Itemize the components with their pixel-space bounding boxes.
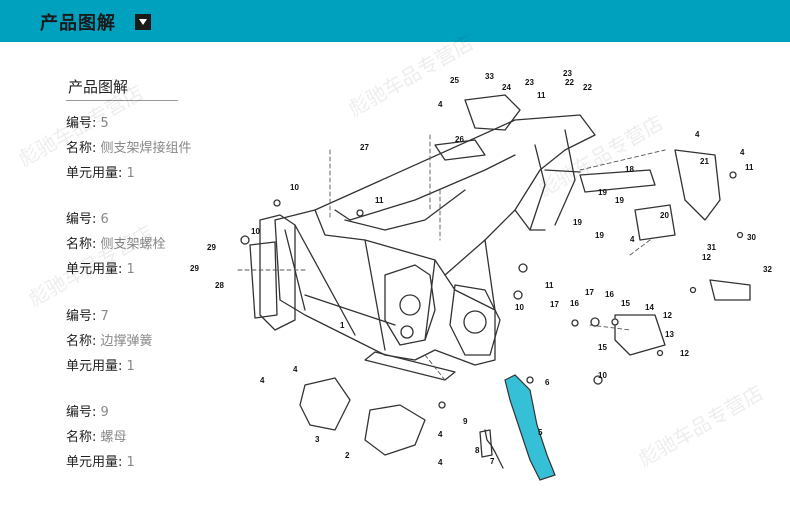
svg-text:14: 14: [645, 303, 654, 312]
section-title: 产品图解: [68, 78, 129, 96]
part-entry: 编号: 7 名称: 边撑弹簧 单元用量: 1: [66, 304, 153, 379]
qty-label: 单元用量:: [66, 262, 123, 277]
svg-text:26: 26: [455, 135, 464, 144]
svg-text:3: 3: [315, 435, 320, 444]
svg-text:23: 23: [563, 69, 572, 78]
svg-text:17: 17: [550, 300, 559, 309]
svg-text:25: 25: [450, 76, 459, 85]
svg-text:10: 10: [515, 303, 524, 312]
part-entry: 编号: 6 名称: 侧支架螺栓 单元用量: 1: [66, 207, 166, 282]
svg-text:24: 24: [502, 83, 511, 92]
part-qty: 1: [126, 455, 135, 470]
svg-text:19: 19: [595, 231, 604, 240]
svg-text:20: 20: [660, 211, 669, 220]
svg-text:29: 29: [190, 264, 199, 273]
svg-text:13: 13: [665, 330, 674, 339]
svg-text:5: 5: [538, 428, 543, 437]
svg-text:12: 12: [663, 311, 672, 320]
svg-text:32: 32: [763, 265, 772, 274]
svg-text:4: 4: [438, 430, 443, 439]
svg-text:11: 11: [745, 163, 754, 172]
chevron-down-icon[interactable]: [135, 14, 151, 30]
svg-text:19: 19: [598, 188, 607, 197]
number-label: 编号:: [66, 405, 97, 420]
svg-text:29: 29: [207, 243, 216, 252]
part-name: 边撑弹簧: [100, 334, 153, 349]
qty-label: 单元用量:: [66, 166, 123, 181]
svg-text:9: 9: [463, 417, 468, 426]
part-name: 螺母: [100, 430, 127, 445]
svg-text:6: 6: [545, 378, 550, 387]
svg-text:16: 16: [570, 299, 579, 308]
svg-text:11: 11: [375, 196, 384, 205]
part-number: 7: [100, 309, 109, 324]
svg-text:4: 4: [438, 100, 443, 109]
svg-text:2: 2: [345, 451, 350, 460]
part-entry: 编号: 9 名称: 螺母 单元用量: 1: [66, 400, 135, 475]
svg-text:23: 23: [525, 78, 534, 87]
part-number: 6: [100, 212, 109, 227]
svg-text:7: 7: [490, 457, 495, 466]
svg-text:27: 27: [360, 143, 369, 152]
svg-text:11: 11: [537, 91, 546, 100]
name-label: 名称:: [66, 334, 97, 349]
part-name: 侧支架螺栓: [100, 237, 166, 252]
svg-text:33: 33: [485, 72, 494, 81]
svg-text:10: 10: [598, 371, 607, 380]
svg-text:12: 12: [702, 253, 711, 262]
svg-text:18: 18: [625, 165, 634, 174]
name-label: 名称:: [66, 141, 97, 156]
qty-label: 单元用量:: [66, 359, 123, 374]
svg-text:1: 1: [340, 321, 345, 330]
number-label: 编号:: [66, 309, 97, 324]
svg-text:4: 4: [293, 365, 298, 374]
side-stand-highlight: [504, 374, 556, 481]
svg-text:15: 15: [598, 343, 607, 352]
svg-text:12: 12: [680, 349, 689, 358]
svg-text:19: 19: [573, 218, 582, 227]
header-title: 产品图解: [40, 13, 116, 34]
name-label: 名称:: [66, 430, 97, 445]
svg-text:4: 4: [630, 235, 635, 244]
svg-text:10: 10: [251, 227, 260, 236]
part-qty: 1: [126, 262, 135, 277]
part-entry: 编号: 5 名称: 侧支架焊接组件 单元用量: 1: [66, 111, 192, 186]
part-name: 侧支架焊接组件: [100, 141, 192, 156]
name-label: 名称:: [66, 237, 97, 252]
part-number: 9: [100, 405, 109, 420]
header-bar: 产品图解: [0, 0, 790, 42]
svg-text:22: 22: [583, 83, 592, 92]
part-number: 5: [100, 116, 109, 131]
svg-text:4: 4: [260, 376, 265, 385]
svg-text:8: 8: [475, 446, 480, 455]
part-qty: 1: [126, 359, 135, 374]
svg-text:15: 15: [621, 299, 630, 308]
svg-text:21: 21: [700, 157, 709, 166]
svg-text:4: 4: [438, 458, 443, 467]
divider: [66, 100, 178, 101]
svg-text:19: 19: [615, 196, 624, 205]
qty-label: 单元用量:: [66, 455, 123, 470]
svg-text:30: 30: [747, 233, 756, 242]
svg-text:31: 31: [707, 243, 716, 252]
svg-text:4: 4: [695, 130, 700, 139]
part-qty: 1: [126, 166, 135, 181]
svg-text:17: 17: [585, 288, 594, 297]
svg-text:16: 16: [605, 290, 614, 299]
svg-text:10: 10: [290, 183, 299, 192]
svg-text:22: 22: [565, 78, 574, 87]
svg-text:28: 28: [215, 281, 224, 290]
number-label: 编号:: [66, 212, 97, 227]
svg-text:11: 11: [545, 281, 554, 290]
svg-text:4: 4: [740, 148, 745, 157]
number-label: 编号:: [66, 116, 97, 131]
